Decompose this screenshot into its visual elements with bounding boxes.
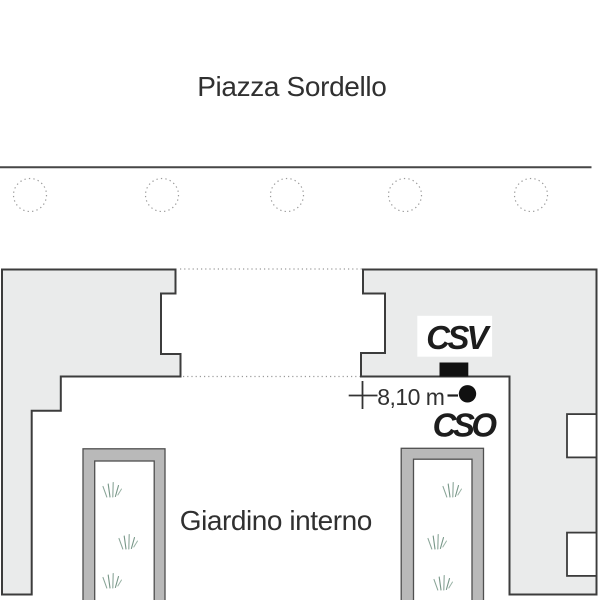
- svg-text:8,10 m: 8,10 m: [377, 384, 444, 410]
- svg-text:CSO: CSO: [433, 406, 498, 443]
- svg-text:Giardino interno: Giardino interno: [180, 505, 372, 536]
- svg-text:Piazza Sordello: Piazza Sordello: [197, 71, 386, 102]
- svg-text:CSV: CSV: [426, 319, 491, 356]
